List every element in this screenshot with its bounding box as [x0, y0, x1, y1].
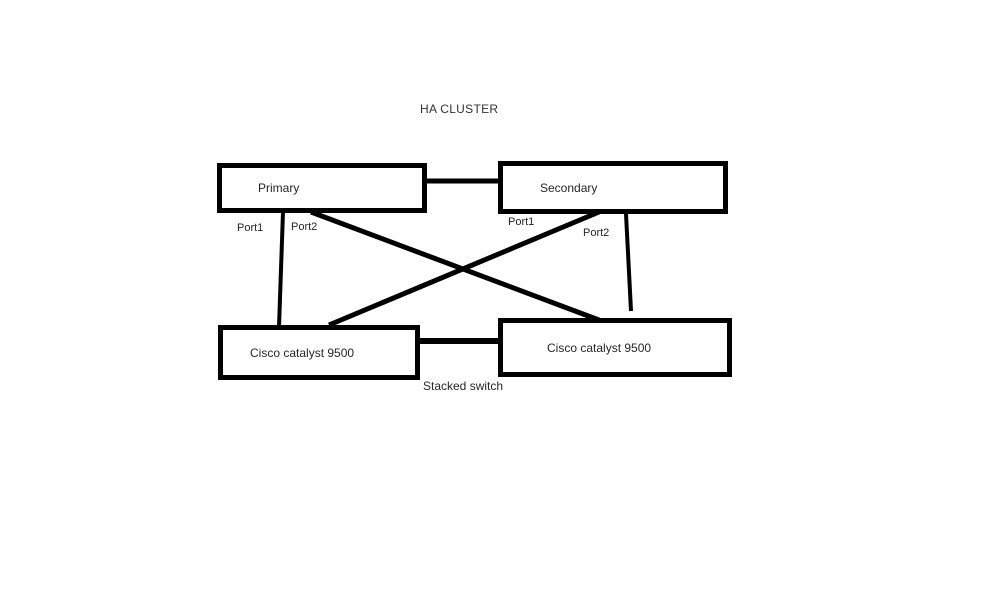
node-primary-label: Primary — [258, 181, 300, 195]
node-switch-left: Cisco catalyst 9500 — [218, 325, 420, 380]
link-secondary-port2-right-switch — [624, 213, 633, 312]
label-secondary-port1: Port1 — [508, 216, 535, 228]
link-primary-port2-right-switch — [310, 209, 600, 323]
label-primary-port1: Port1 — [237, 222, 264, 234]
label-primary-port2: Port2 — [291, 221, 318, 233]
label-secondary-port2: Port2 — [583, 227, 610, 239]
node-switch-left-label: Cisco catalyst 9500 — [250, 345, 355, 360]
node-switch-right-label: Cisco catalyst 9500 — [547, 340, 652, 355]
diagram-title: HA CLUSTER — [420, 102, 499, 116]
node-secondary: Secondary — [498, 161, 728, 214]
node-switch-right: Cisco catalyst 9500 — [498, 318, 732, 377]
label-stacked-switch: Stacked switch — [423, 379, 504, 393]
link-secondary-port1-left-switch — [328, 209, 600, 328]
link-primary-port1-left-switch — [277, 211, 285, 328]
node-primary: Primary — [217, 163, 427, 213]
node-secondary-label: Secondary — [540, 180, 598, 195]
